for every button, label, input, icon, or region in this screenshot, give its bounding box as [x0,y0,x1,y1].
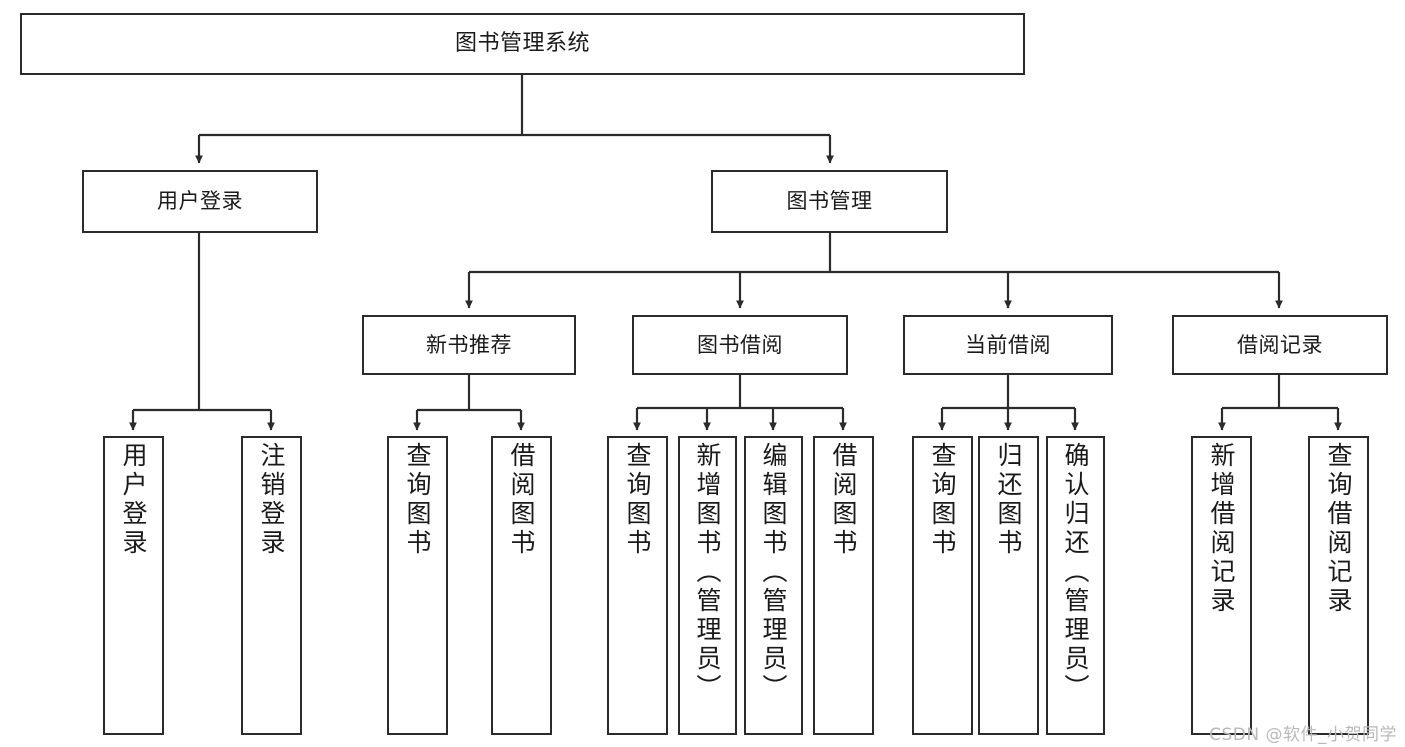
node-leaf-return-book[interactable]: 归还图书 [978,436,1039,735]
node-label: 查询借阅记录 [1324,442,1353,616]
node-leaf-add-book[interactable]: 新增图书（管理员） [678,436,737,735]
node-label: 归还图书 [994,442,1023,558]
node-label: 借阅记录 [1237,332,1323,357]
node-leaf-user-login[interactable]: 用户登录 [103,436,164,735]
node-label: 图书借阅 [697,332,783,357]
node-label: 查询图书 [623,442,652,558]
node-label: 用户登录 [157,189,243,214]
node-leaf-query-book-current[interactable]: 查询图书 [912,436,973,735]
node-leaf-borrow-book[interactable]: 借阅图书 [813,436,874,735]
node-leaf-query-book-recommend[interactable]: 查询图书 [387,436,448,735]
node-borrow-record[interactable]: 借阅记录 [1172,315,1388,375]
csdn-watermark: CSDN @软件_小贺同学 [1209,725,1397,745]
node-leaf-edit-book[interactable]: 编辑图书（管理员） [744,436,803,735]
node-label: 查询图书 [403,442,432,558]
node-root-book-management-system[interactable]: 图书管理系统 [20,13,1025,75]
node-leaf-query-borrow-record[interactable]: 查询借阅记录 [1308,436,1369,735]
node-label: 注销登录 [257,442,286,558]
node-label: 图书管理 [786,189,873,214]
node-leaf-logout-login[interactable]: 注销登录 [241,436,302,735]
node-book-borrow[interactable]: 图书借阅 [632,315,848,375]
node-current-borrow[interactable]: 当前借阅 [903,315,1113,375]
node-leaf-confirm-return[interactable]: 确认归还（管理员） [1046,436,1105,735]
node-label: 新增借阅记录 [1207,442,1236,616]
node-label: 查询图书 [928,442,957,558]
node-label: 借阅图书 [507,442,536,558]
node-label: 用户登录 [119,442,148,558]
node-leaf-query-book-borrow[interactable]: 查询图书 [607,436,668,735]
node-label: 确认归还（管理员） [1061,442,1090,703]
node-new-book-recommend[interactable]: 新书推荐 [362,315,576,375]
node-book-management[interactable]: 图书管理 [711,170,948,233]
node-label: 新增图书（管理员） [693,442,722,703]
node-label: 图书管理系统 [454,31,590,57]
node-user-login[interactable]: 用户登录 [82,170,318,233]
node-leaf-borrow-book-recommend[interactable]: 借阅图书 [491,436,552,735]
node-leaf-add-borrow-record[interactable]: 新增借阅记录 [1191,436,1252,735]
node-label: 当前借阅 [965,332,1051,357]
node-label: 新书推荐 [426,332,512,357]
node-label: 借阅图书 [829,442,858,558]
node-label: 编辑图书（管理员） [759,442,788,703]
